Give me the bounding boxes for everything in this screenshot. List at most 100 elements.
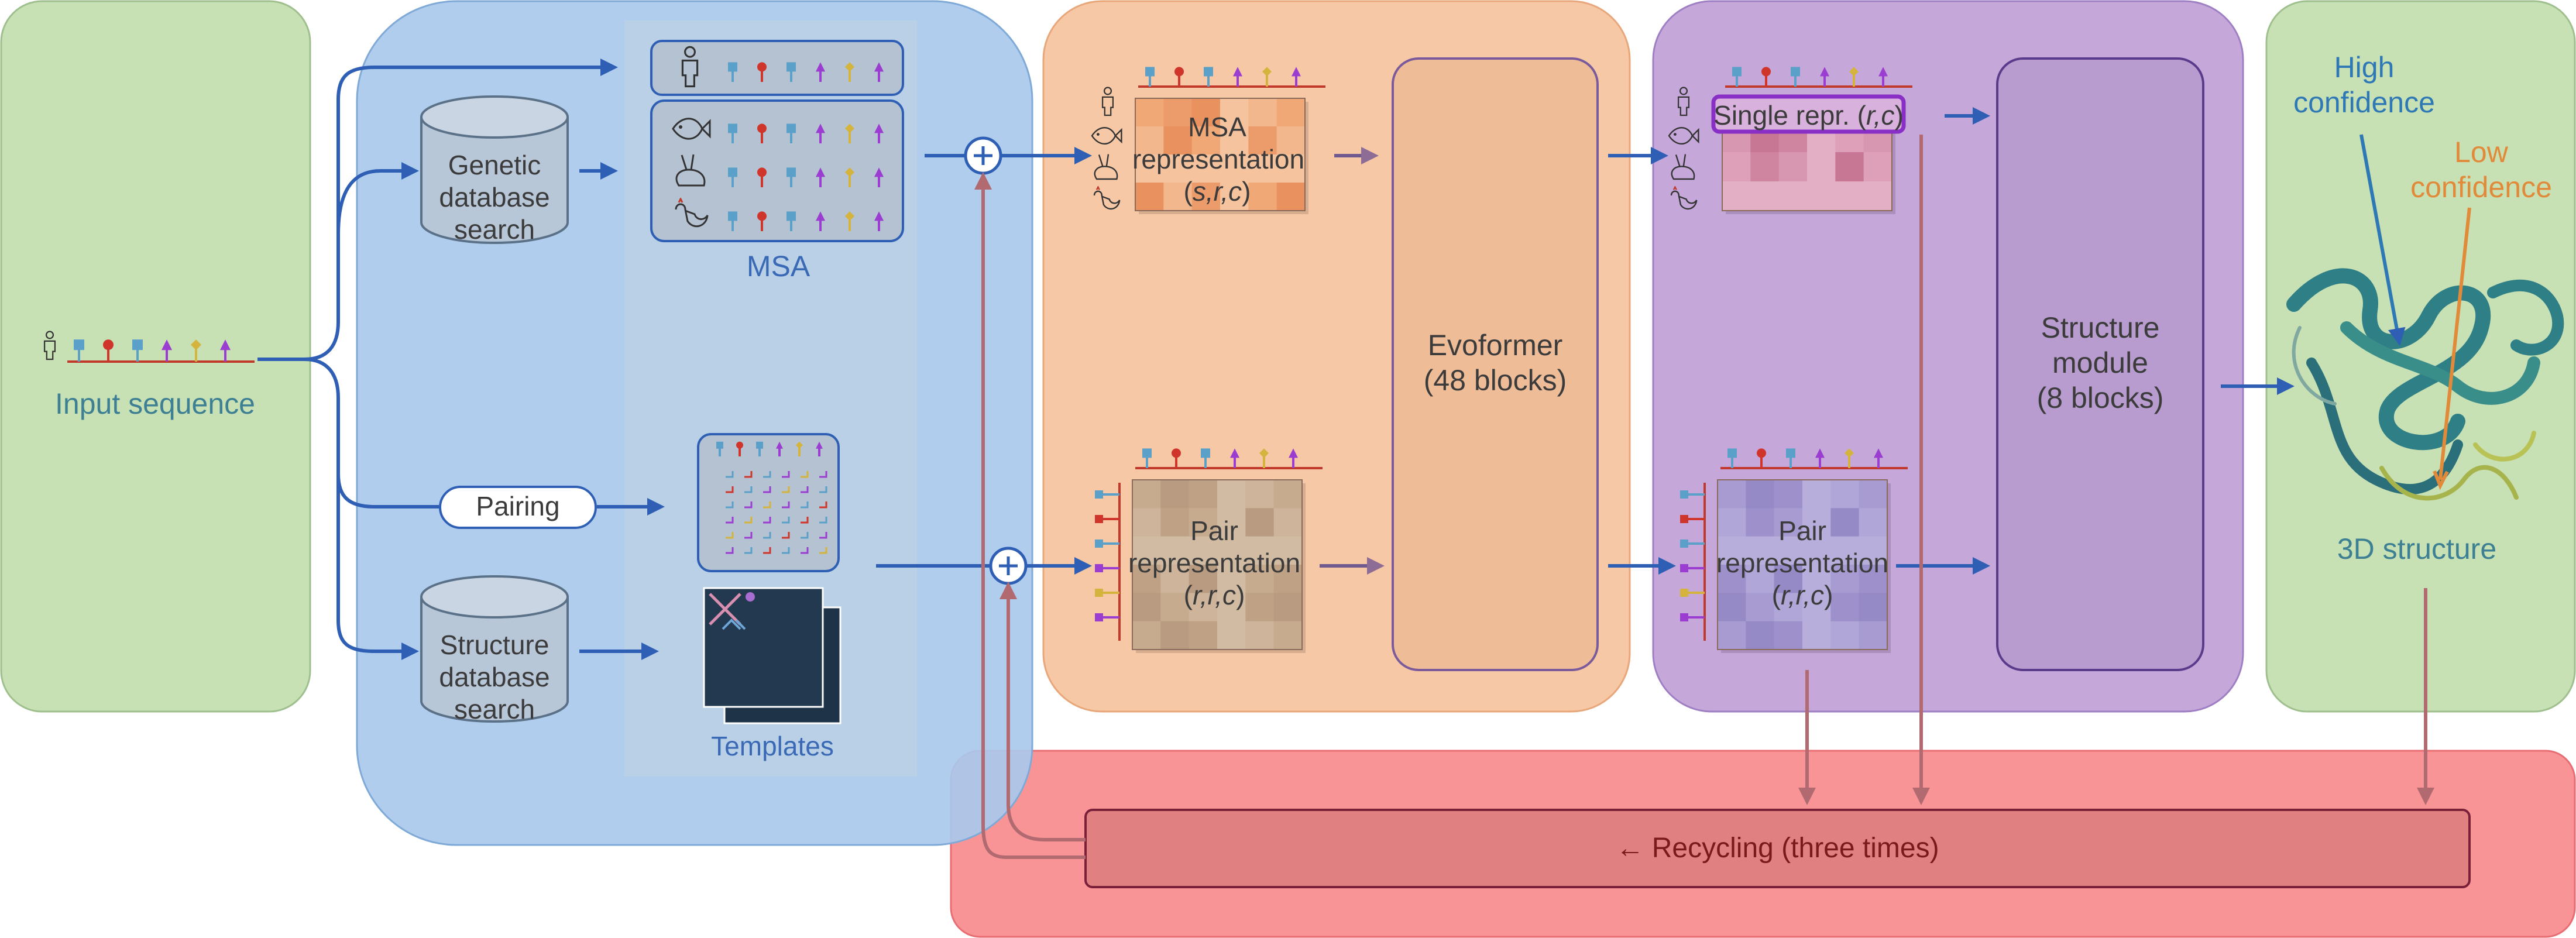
pair-cell bbox=[726, 532, 734, 539]
residue-circle bbox=[736, 441, 743, 449]
residue-circle bbox=[757, 167, 767, 177]
heatmap-cell bbox=[1191, 154, 1221, 183]
residue-square bbox=[1727, 448, 1737, 458]
heatmap-cell bbox=[1802, 508, 1831, 537]
pair-cell bbox=[726, 471, 734, 478]
residue-square bbox=[728, 167, 737, 177]
residue-triangle bbox=[816, 123, 825, 133]
pair-cell bbox=[801, 547, 809, 554]
heatmap-cell bbox=[1220, 126, 1249, 155]
residue-diamond bbox=[1849, 67, 1859, 77]
single-repr-label: Single repr. (r,c) bbox=[1713, 100, 1904, 130]
side-glyph bbox=[1680, 564, 1688, 572]
heatmap-cell bbox=[1135, 183, 1164, 211]
heatmap-cell bbox=[1778, 181, 1808, 211]
pair-repr-out-dims: (r,r,c) bbox=[1771, 580, 1833, 611]
residue-diamond bbox=[845, 123, 854, 133]
residue-square bbox=[132, 339, 143, 351]
structure-module-line3: (8 blocks) bbox=[2036, 382, 2164, 414]
heatmap-cell bbox=[1774, 593, 1803, 622]
pair-representation-out-label: Pair representation (r,r,c) bbox=[1715, 515, 1890, 612]
pair-cell bbox=[744, 501, 753, 508]
heatmap-cell bbox=[1217, 508, 1246, 537]
residue-triangle bbox=[816, 62, 825, 72]
side-glyph bbox=[1095, 564, 1103, 572]
msa-repr-line2: representation bbox=[1132, 144, 1305, 175]
residue-square bbox=[74, 339, 84, 351]
residue-circle bbox=[1172, 448, 1181, 458]
structure-db-line3: search bbox=[454, 694, 535, 725]
heatmap-cell bbox=[1191, 126, 1221, 155]
heatmap-border bbox=[1135, 98, 1306, 211]
residue-triangle bbox=[816, 167, 825, 177]
heatmap-cell bbox=[1718, 480, 1746, 508]
heatmap-cell bbox=[1746, 565, 1775, 593]
side-glyph bbox=[1680, 515, 1688, 523]
heatmap-cell bbox=[1830, 480, 1860, 508]
heatmap-cell bbox=[1245, 565, 1275, 593]
pair-representation-out-heatmap bbox=[1717, 479, 1891, 653]
heatmap-cell bbox=[1132, 480, 1161, 508]
templates-label: Templates bbox=[673, 730, 872, 762]
heatmap-cell bbox=[1273, 480, 1303, 508]
pair-cell bbox=[819, 471, 827, 478]
pair-repr-out-line2: representation bbox=[1716, 548, 1889, 579]
heatmap-cell bbox=[1163, 98, 1193, 127]
pair-repr-glyphs bbox=[1095, 448, 1323, 641]
database-cylinder-icon bbox=[420, 95, 569, 139]
heatmap-cell bbox=[1802, 621, 1831, 650]
heatmap-cell bbox=[1245, 621, 1275, 650]
heatmap-cell bbox=[1863, 152, 1892, 182]
residue-diamond bbox=[1845, 448, 1854, 458]
evoformer-line1: Evoformer bbox=[1427, 329, 1563, 362]
heatmap-cell bbox=[1189, 536, 1218, 565]
heatmap-cell bbox=[1217, 480, 1246, 508]
pairing-label: Pairing bbox=[440, 490, 596, 523]
pair-cell bbox=[782, 532, 790, 539]
genetic-db-line3: search bbox=[454, 214, 535, 245]
heatmap-cell bbox=[1248, 183, 1277, 211]
pair-cell bbox=[763, 547, 771, 554]
heatmap-cell bbox=[1160, 593, 1190, 622]
heatmap-cell bbox=[1248, 154, 1277, 183]
pair-cell bbox=[763, 532, 771, 539]
genetic-database-cylinder bbox=[420, 95, 569, 244]
heatmap-cell bbox=[1802, 565, 1831, 593]
recycling-text: ← Recycling (three times) bbox=[1616, 833, 1939, 864]
structure-db-line2: database bbox=[439, 662, 550, 693]
msa-repr-line1: MSA bbox=[1188, 112, 1246, 142]
residue-diamond bbox=[1262, 67, 1272, 77]
residue-square bbox=[786, 123, 796, 133]
structure-module-label: Structure module (8 blocks) bbox=[1997, 310, 2203, 415]
residue-triangle bbox=[874, 62, 884, 72]
pair-cell bbox=[782, 471, 790, 478]
residue-square bbox=[728, 123, 737, 133]
heatmap-cell bbox=[1830, 508, 1860, 537]
recycling-arrows bbox=[974, 135, 2434, 859]
pair-cell bbox=[801, 517, 809, 524]
heatmap-cell bbox=[1718, 593, 1746, 622]
heatmap-cell bbox=[1248, 98, 1277, 127]
pair-repr-out-line1: Pair bbox=[1778, 516, 1826, 546]
heatmap-cell bbox=[1774, 621, 1803, 650]
heatmap-cell bbox=[1273, 508, 1303, 537]
heatmap-cell bbox=[1276, 154, 1306, 183]
msa-rows-box bbox=[650, 99, 904, 242]
heatmap-cell bbox=[1722, 152, 1751, 182]
heatmap-cell bbox=[1859, 536, 1888, 565]
protein-structure bbox=[2286, 134, 2564, 501]
heatmap-cell bbox=[1746, 508, 1775, 537]
heatmap-cell bbox=[1830, 536, 1860, 565]
residue-circle bbox=[757, 62, 767, 72]
residue-square bbox=[756, 441, 763, 449]
residue-square bbox=[786, 211, 796, 221]
msa-query-row bbox=[650, 40, 904, 96]
residue-triangle bbox=[1289, 448, 1298, 458]
database-cylinder-icon bbox=[420, 575, 569, 619]
heatmap-cell bbox=[1135, 98, 1164, 127]
structure-3d-text: 3D structure bbox=[2337, 532, 2497, 565]
heatmap-cell bbox=[1132, 621, 1161, 650]
structure-module-line1: Structure bbox=[2041, 311, 2160, 344]
structure-module-box bbox=[1996, 57, 2204, 671]
evoformer-out-arrows bbox=[1608, 147, 1676, 575]
